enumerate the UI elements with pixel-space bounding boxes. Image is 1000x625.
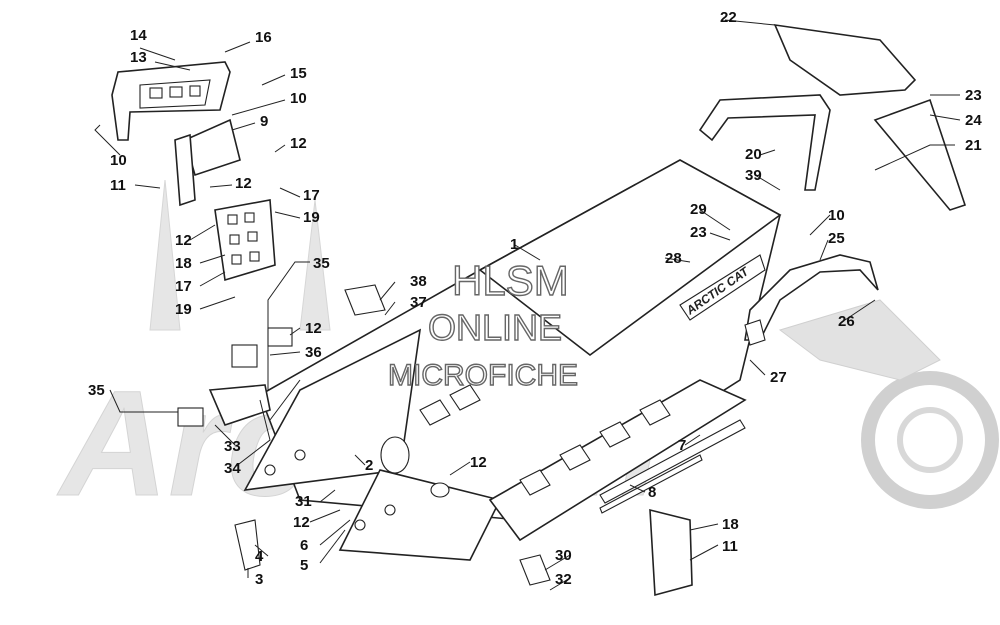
watermark-motorbike-icon <box>778 299 941 381</box>
callout-14: 14 <box>130 27 147 44</box>
callout-15: 15 <box>290 65 307 82</box>
watermark-wheel-icon <box>861 371 999 509</box>
callout-32: 32 <box>555 571 572 588</box>
callout-34: 34 <box>224 460 241 477</box>
rail-7 <box>599 419 746 504</box>
grab-bar-20 <box>698 94 831 191</box>
callout-23-right: 23 <box>965 87 982 104</box>
bracket-30 <box>519 554 551 586</box>
main-frame: ARCTIC CAT <box>243 159 782 561</box>
callout-12-c: 12 <box>175 232 192 249</box>
callout-16: 16 <box>255 29 272 46</box>
callout-35-top: 35 <box>313 255 330 272</box>
callout-36: 36 <box>305 344 322 361</box>
strip-8 <box>599 454 703 514</box>
callout-19-top: 19 <box>303 209 320 226</box>
shield-plate-right <box>649 508 693 597</box>
watermark-text: HLSM ONLINE MICROFICHE <box>387 256 578 392</box>
callout-1: 1 <box>510 236 518 253</box>
coil-spring-icon <box>177 407 204 427</box>
callout-38: 38 <box>410 273 427 290</box>
callout-22: 22 <box>720 9 737 26</box>
watermark-line1: HLSM <box>452 257 569 304</box>
callout-2: 2 <box>365 457 373 474</box>
watermark-line2: ONLINE <box>428 307 562 348</box>
snowflap-22 <box>773 24 917 96</box>
callout-11-left: 11 <box>110 177 126 194</box>
callout-33: 33 <box>224 438 241 455</box>
callout-10-left: 10 <box>110 152 127 169</box>
callout-23-mid: 23 <box>690 224 707 241</box>
plate-27 <box>744 319 766 346</box>
bracket-9 <box>184 118 241 177</box>
box-36 <box>267 327 293 347</box>
callout-20: 20 <box>745 146 762 163</box>
callout-18-right: 18 <box>722 516 739 533</box>
callout-39: 39 <box>745 167 762 184</box>
callout-11-right: 11 <box>722 538 738 555</box>
decal-28 <box>679 254 766 321</box>
front-frame-left <box>243 328 422 491</box>
callout-17-bottom: 17 <box>175 278 192 295</box>
callout-30: 30 <box>555 547 572 564</box>
callout-9: 9 <box>260 113 268 130</box>
callout-31: 31 <box>295 493 312 510</box>
upper-bracket-assembly <box>111 61 241 207</box>
callout-18-left: 18 <box>175 255 192 272</box>
bracket-3 <box>234 519 261 571</box>
callout-27: 27 <box>770 369 787 386</box>
callout-10-top: 10 <box>290 90 307 107</box>
callout-12-d: 12 <box>305 320 322 337</box>
shield-plate-left <box>214 199 276 282</box>
callout-13: 13 <box>130 49 147 66</box>
callout-19-bottom: 19 <box>175 301 192 318</box>
callout-4: 4 <box>255 548 264 565</box>
callout-8: 8 <box>648 484 656 501</box>
bracket-38 <box>344 284 386 316</box>
callout-6: 6 <box>300 537 308 554</box>
callout-21: 21 <box>965 137 982 154</box>
plate-18-left <box>214 199 276 282</box>
callout-12-e: 12 <box>470 454 487 471</box>
snowflap-21 <box>873 98 967 211</box>
callout-12-b: 12 <box>235 175 252 192</box>
callout-28: 28 <box>665 250 682 267</box>
callout-37: 37 <box>410 294 427 311</box>
callout-5: 5 <box>300 557 308 574</box>
callout-17-top: 17 <box>303 187 320 204</box>
watermark-line3: MICROFICHE <box>388 359 578 392</box>
callout-3: 3 <box>255 571 263 588</box>
callout-26: 26 <box>838 313 855 330</box>
strap-plate <box>174 133 196 207</box>
callout-labels: 14 13 16 15 10 9 12 10 11 12 17 19 12 18… <box>88 9 982 588</box>
callout-29: 29 <box>690 201 707 218</box>
callout-7: 7 <box>678 437 686 454</box>
callout-25: 25 <box>828 230 845 247</box>
leader-lines <box>94 19 961 591</box>
callout-12-f: 12 <box>293 514 310 531</box>
box-36-left <box>231 344 258 368</box>
callout-12-a: 12 <box>290 135 307 152</box>
bracket-33 <box>208 384 271 426</box>
watermark-spire-icon <box>149 179 181 331</box>
running-board <box>488 379 747 542</box>
callout-35-left: 35 <box>88 382 105 399</box>
callout-24: 24 <box>965 112 982 129</box>
callout-10-right: 10 <box>828 207 845 224</box>
